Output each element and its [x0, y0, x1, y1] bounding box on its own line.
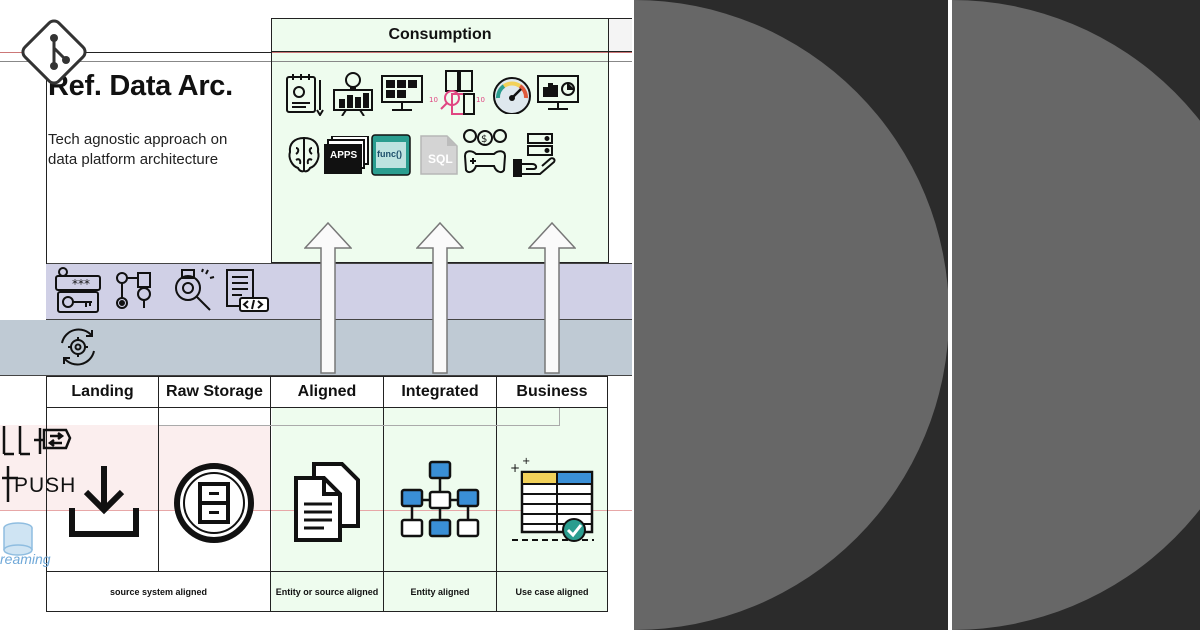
search-gear-icon [170, 268, 216, 314]
svg-text:***: *** [72, 277, 90, 291]
git-logo-icon [16, 14, 92, 90]
apps-stack-icon: APPS [324, 136, 370, 174]
stage-header-landing: Landing [46, 376, 159, 408]
streaming-label: reaming [0, 551, 51, 567]
subtitle-line-1: Tech agnostic approach on [48, 131, 228, 148]
stage-divider-3 [383, 407, 384, 612]
analytics-monitor-icon [536, 74, 580, 112]
data-search-icon: 10 10 [428, 68, 488, 116]
stage-divider-2 [270, 407, 271, 612]
stage-divider-4 [496, 407, 497, 612]
stage-header-integrated: Integrated [383, 376, 497, 408]
push-indicator: PUSH [0, 462, 80, 506]
stage-column-frame [46, 407, 608, 572]
dark-panel-left [634, 0, 948, 630]
footer-use-case-aligned: Use case aligned [496, 571, 608, 612]
architecture-diagram: Consumption Ref. Data Arc. Tech agnostic… [0, 14, 632, 612]
svg-text:$: $ [481, 134, 487, 145]
svg-text:+: + [522, 456, 530, 467]
file-cabinet-icon [173, 462, 255, 544]
dashboard-monitor-icon [380, 74, 424, 114]
report-checklist-icon [284, 72, 326, 116]
title-block [46, 52, 272, 264]
password-key-icon: *** [54, 266, 104, 316]
guide-line-top [0, 52, 632, 53]
spreadsheet-check-icon: + + [508, 454, 598, 546]
batch-transfer-icon [0, 424, 74, 460]
panel-disc-right [952, 0, 1200, 630]
gear-cycle-icon [56, 325, 100, 369]
page-title: Ref. Data Arc. [48, 70, 233, 102]
sql-label: SQL [428, 152, 453, 166]
game-controller-money-icon: $ [460, 128, 510, 178]
stage-separator-stub [559, 408, 560, 426]
function-file-icon: func() [371, 134, 411, 176]
dark-panel-right [952, 0, 1200, 630]
gauge-meter-icon [490, 74, 534, 114]
arrow-up-aligned [304, 222, 352, 374]
stage-header-aligned: Aligned [270, 376, 384, 408]
brain-icon [286, 134, 322, 174]
guide-line-mid [0, 61, 632, 62]
apps-label: APPS [330, 150, 358, 161]
stage-divider-1 [158, 407, 159, 572]
download-tray-icon [68, 464, 140, 538]
flowchart-icon [400, 460, 480, 540]
operations-band [0, 320, 632, 376]
consumption-header: Consumption [271, 18, 609, 52]
panel-disc-left [634, 0, 948, 630]
svg-text:+: + [510, 461, 520, 475]
presentation-idea-icon [330, 70, 376, 116]
arrow-up-integrated [416, 222, 464, 374]
subtitle-line-2: data platform architecture [48, 151, 219, 168]
consumption-label: Consumption [388, 25, 492, 43]
footer-entity-or-source-aligned: Entity or source aligned [270, 571, 384, 612]
consumption-side-stub [609, 18, 632, 52]
footer-entity-aligned: Entity aligned [383, 571, 497, 612]
server-hand-icon [512, 132, 558, 178]
func-label: func() [377, 149, 402, 159]
streaming-indicator: reaming [0, 520, 70, 570]
stage-header-raw-storage: Raw Storage [158, 376, 271, 408]
push-label: PUSH [14, 474, 77, 497]
git-gear-icon [114, 270, 156, 312]
footer-source-system-aligned: source system aligned [46, 571, 271, 612]
stage-header-business: Business [496, 376, 608, 408]
documents-icon [292, 460, 364, 544]
sql-file-icon: SQL [417, 134, 461, 176]
code-document-icon [224, 268, 270, 314]
svg-text:10: 10 [429, 96, 438, 104]
arrow-up-business [528, 222, 576, 374]
svg-text:10: 10 [476, 96, 485, 104]
stage-separator-line [159, 425, 559, 426]
